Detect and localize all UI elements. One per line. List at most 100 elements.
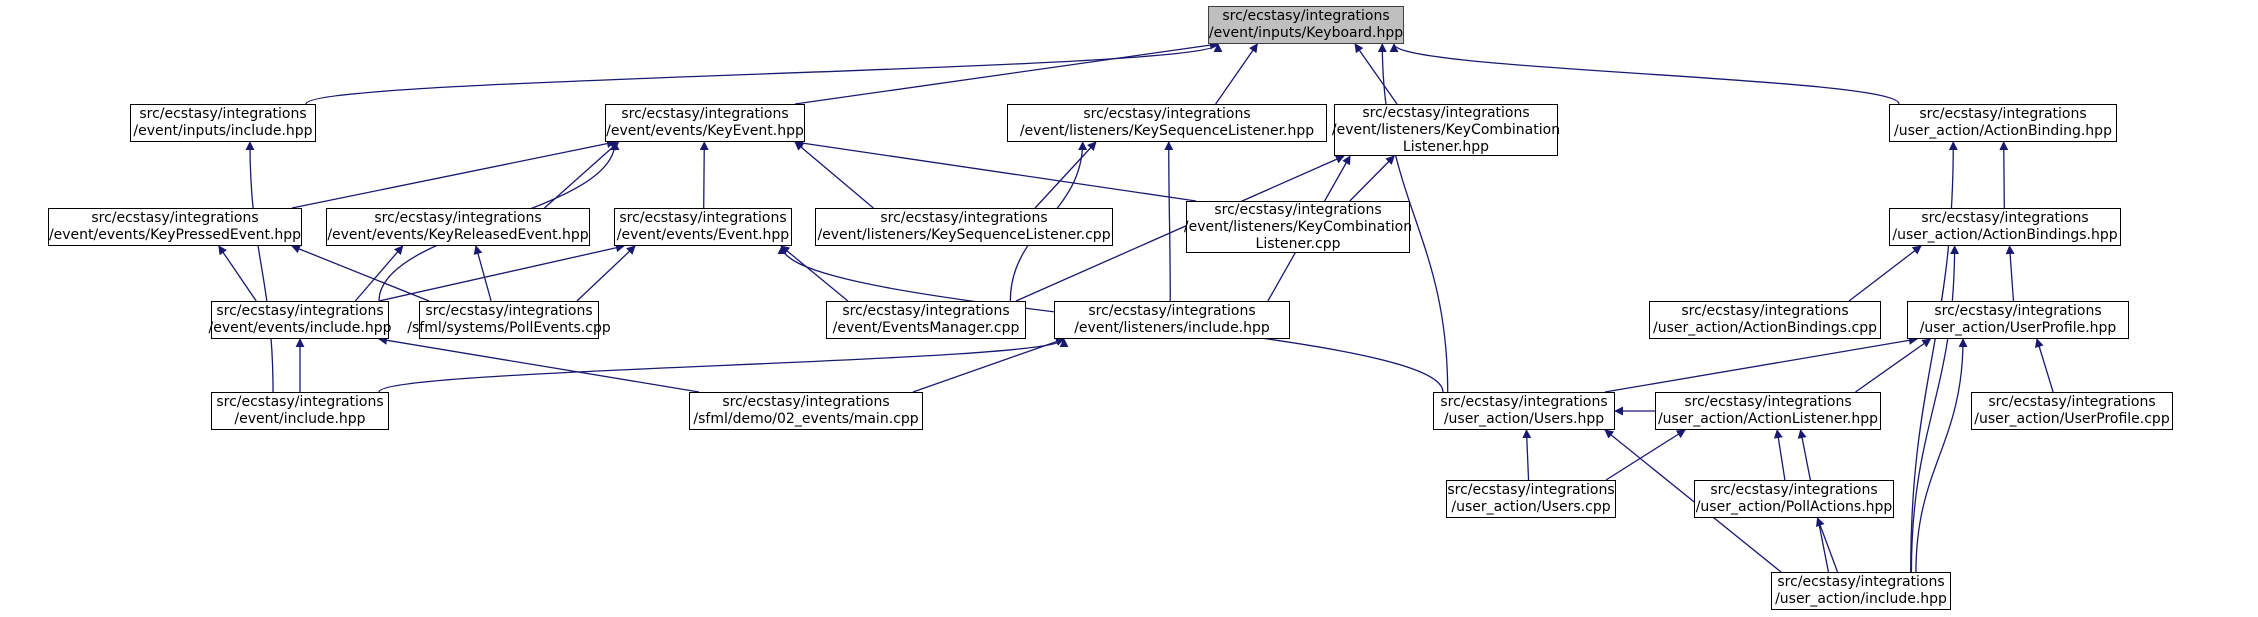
node-label-line: src/ecstasy/integrations <box>1777 574 1945 590</box>
node-label-line: /event/listeners/KeyCombination <box>1331 121 1561 138</box>
node-label-line: Listener.hpp <box>1402 138 1490 155</box>
edge-user-action-include-hpp-to-actionbindings-hpp <box>1910 245 1960 573</box>
edge-user-action-include-hpp-to-actionbinding-hpp <box>1910 141 1958 573</box>
node-user-action-include-hpp[interactable]: src/ecstasy/integrations/user_action/inc… <box>1771 572 1951 610</box>
node-pollactions-hpp[interactable]: src/ecstasy/integrations/user_action/Pol… <box>1694 480 1894 518</box>
edge-keycombinationlistener-cpp-to-keycombinationlistener-hpp <box>1349 155 1395 202</box>
edge-listeners-include-hpp-to-keysequencelistener-hpp <box>1164 141 1174 302</box>
node-label-line: src/ecstasy/integrations <box>374 210 542 226</box>
edge-eventsmanager-cpp-to-event-hpp <box>780 245 849 302</box>
edge-events-include-hpp-to-keyreleasedevent-hpp <box>354 245 404 302</box>
edge-pollevents-cpp-to-keyreleasedevent-hpp <box>473 245 492 302</box>
node-label-line: /sfml/demo/02_events/main.cpp <box>693 411 919 427</box>
edge-user-action-include-hpp-to-users-hpp <box>1604 429 1782 573</box>
node-label-line: src/ecstasy/integrations <box>1083 106 1251 122</box>
node-event-include-hpp[interactable]: src/ecstasy/integrations/event/include.h… <box>211 392 389 430</box>
node-label-line: src/ecstasy/integrations <box>1934 303 2102 319</box>
node-label-line: /event/listeners/KeySequenceListener.cpp <box>817 227 1111 243</box>
node-label-line: src/ecstasy/integrations <box>139 106 307 122</box>
node-keycombinationlistener-hpp[interactable]: src/ecstasy/integrations/event/listeners… <box>1331 104 1561 156</box>
node-label-line: src/ecstasy/integrations <box>1919 106 2087 122</box>
node-event-hpp[interactable]: src/ecstasy/integrations/event/events/Ev… <box>614 208 792 246</box>
edge-actionbindings-cpp-to-actionbindings-hpp <box>1848 245 1922 302</box>
node-label-line: src/ecstasy/integrations <box>1088 303 1256 319</box>
node-label-line: /event/events/include.hpp <box>208 320 392 336</box>
node-label-line: /event/listeners/KeyCombination <box>1183 218 1413 235</box>
node-label-line: src/ecstasy/integrations <box>842 303 1010 319</box>
edge-keypressedevent-hpp-to-keyevent-hpp <box>291 139 616 209</box>
edge-pollevents-cpp-to-event-hpp <box>576 245 636 302</box>
node-events-include-hpp[interactable]: src/ecstasy/integrations/event/events/in… <box>208 301 392 339</box>
edge-pollevents-cpp-to-keypressedevent-hpp <box>291 244 430 302</box>
node-label-line: /event/include.hpp <box>234 411 366 427</box>
node-actionbindings-hpp[interactable]: src/ecstasy/integrations/user_action/Act… <box>1889 208 2121 246</box>
edge-users-cpp-to-users-hpp <box>1522 429 1532 481</box>
node-label-line: /user_action/ActionListener.hpp <box>1657 411 1879 427</box>
node-label-line: src/ecstasy/integrations <box>1710 482 1878 498</box>
edge-user-action-include-hpp-to-userprofile-hpp <box>1915 338 1968 573</box>
node-keyreleasedevent-hpp[interactable]: src/ecstasy/integrations/event/events/Ke… <box>326 208 590 246</box>
node-label-line: /user_action/ActionBindings.cpp <box>1652 320 1878 336</box>
node-pollevents-cpp[interactable]: src/ecstasy/integrations/sfml/systems/Po… <box>407 301 611 339</box>
edge-userprofile-hpp-to-actionbindings-hpp <box>2005 245 2015 302</box>
node-keyboard-hpp[interactable]: src/ecstasy/integrations/event/inputs/Ke… <box>1208 6 1404 44</box>
edge-keycombinationlistener-hpp-to-keyboard-hpp <box>1354 43 1398 105</box>
node-label-line: /user_action/Users.cpp <box>1451 499 1611 515</box>
node-label-line: /event/inputs/include.hpp <box>133 123 313 139</box>
node-users-hpp[interactable]: src/ecstasy/integrations/user_action/Use… <box>1433 392 1615 430</box>
node-label-line: src/ecstasy/integrations <box>1684 394 1852 410</box>
node-listeners-include-hpp[interactable]: src/ecstasy/integrations/event/listeners… <box>1054 301 1290 339</box>
node-actionlistener-hpp[interactable]: src/ecstasy/integrations/user_action/Act… <box>1655 392 1881 430</box>
edge-eventsmanager-cpp-to-keycombinationlistener-hpp <box>1015 155 1345 302</box>
node-label-line: /user_action/ActionBinding.hpp <box>1894 123 2112 139</box>
edge-users-cpp-to-actionlistener-hpp <box>1605 429 1686 481</box>
node-keysequencelistener-cpp[interactable]: src/ecstasy/integrations/event/listeners… <box>815 208 1113 246</box>
node-keypressedevent-hpp[interactable]: src/ecstasy/integrations/event/events/Ke… <box>48 208 302 246</box>
node-label-line: Listener.cpp <box>1255 235 1341 252</box>
node-label-line: src/ecstasy/integrations <box>216 303 384 319</box>
node-label-line: /sfml/systems/PollEvents.cpp <box>407 320 611 336</box>
node-userprofile-hpp[interactable]: src/ecstasy/integrations/user_action/Use… <box>1907 301 2129 339</box>
node-label-line: src/ecstasy/integrations <box>1440 394 1608 410</box>
node-label-line: /event/EventsManager.cpp <box>832 320 1020 336</box>
edge-users-hpp-to-userprofile-hpp <box>1604 335 1918 393</box>
node-main-cpp[interactable]: src/ecstasy/integrations/sfml/demo/02_ev… <box>689 392 923 430</box>
edge-actionlistener-hpp-to-userprofile-hpp <box>1855 338 1932 393</box>
node-keysequencelistener-hpp[interactable]: src/ecstasy/integrations/event/listeners… <box>1007 104 1327 142</box>
edge-actionbindings-hpp-to-actionbinding-hpp <box>1999 141 2009 209</box>
node-label-line: src/ecstasy/integrations <box>216 394 384 410</box>
node-label-line: src/ecstasy/integrations <box>621 106 789 122</box>
node-keycombinationlistener-cpp[interactable]: src/ecstasy/integrations/event/listeners… <box>1183 201 1413 253</box>
node-actionbinding-hpp[interactable]: src/ecstasy/integrations/user_action/Act… <box>1889 104 2117 142</box>
node-label-line: /user_action/UserProfile.cpp <box>1974 411 2170 427</box>
edge-user-action-include-hpp-to-pollactions-hpp <box>1816 517 1839 573</box>
node-label-line: /event/events/Event.hpp <box>616 227 790 243</box>
node-label-line: src/ecstasy/integrations <box>722 394 890 410</box>
edge-event-include-hpp-to-inputs-include-hpp <box>245 141 274 393</box>
edge-main-cpp-to-listeners-include-hpp <box>912 337 1065 393</box>
node-label-line: src/ecstasy/integrations <box>1214 201 1382 218</box>
node-eventsmanager-cpp[interactable]: src/ecstasy/integrations/event/EventsMan… <box>826 301 1026 339</box>
node-keyevent-hpp[interactable]: src/ecstasy/integrations/event/events/Ke… <box>605 104 805 142</box>
node-inputs-include-hpp[interactable]: src/ecstasy/integrations/event/inputs/in… <box>130 104 316 142</box>
edge-actionbinding-hpp-to-keyboard-hpp <box>1389 43 1900 105</box>
edge-keyevent-hpp-to-keyboard-hpp <box>794 40 1219 105</box>
node-label-line: /user_action/include.hpp <box>1775 591 1947 607</box>
node-label-line: src/ecstasy/integrations <box>1681 303 1849 319</box>
node-label-line: src/ecstasy/integrations <box>1988 394 2156 410</box>
node-actionbindings-cpp[interactable]: src/ecstasy/integrations/user_action/Act… <box>1649 301 1881 339</box>
node-users-cpp[interactable]: src/ecstasy/integrations/user_action/Use… <box>1446 480 1616 518</box>
node-label-line: /user_action/UserProfile.hpp <box>1919 320 2117 336</box>
node-label-line: src/ecstasy/integrations <box>425 303 593 319</box>
node-userprofile-cpp[interactable]: src/ecstasy/integrations/user_action/Use… <box>1971 392 2173 430</box>
edge-inputs-include-hpp-to-keyboard-hpp <box>305 43 1223 105</box>
node-label-line: /user_action/Users.hpp <box>1443 411 1605 427</box>
node-label-line: src/ecstasy/integrations <box>1362 104 1530 121</box>
edge-main-cpp-to-events-include-hpp <box>378 335 700 393</box>
node-label-line: src/ecstasy/integrations <box>1921 210 2089 226</box>
edge-event-include-hpp-to-listeners-include-hpp <box>378 338 1069 393</box>
node-label-line: /event/listeners/KeySequenceListener.hpp <box>1019 123 1315 139</box>
edge-keyreleasedevent-hpp-to-keyevent-hpp <box>544 141 620 209</box>
edge-events-include-hpp-to-keypressedevent-hpp <box>218 245 257 302</box>
node-label-line: /event/inputs/Keyboard.hpp <box>1208 25 1404 41</box>
